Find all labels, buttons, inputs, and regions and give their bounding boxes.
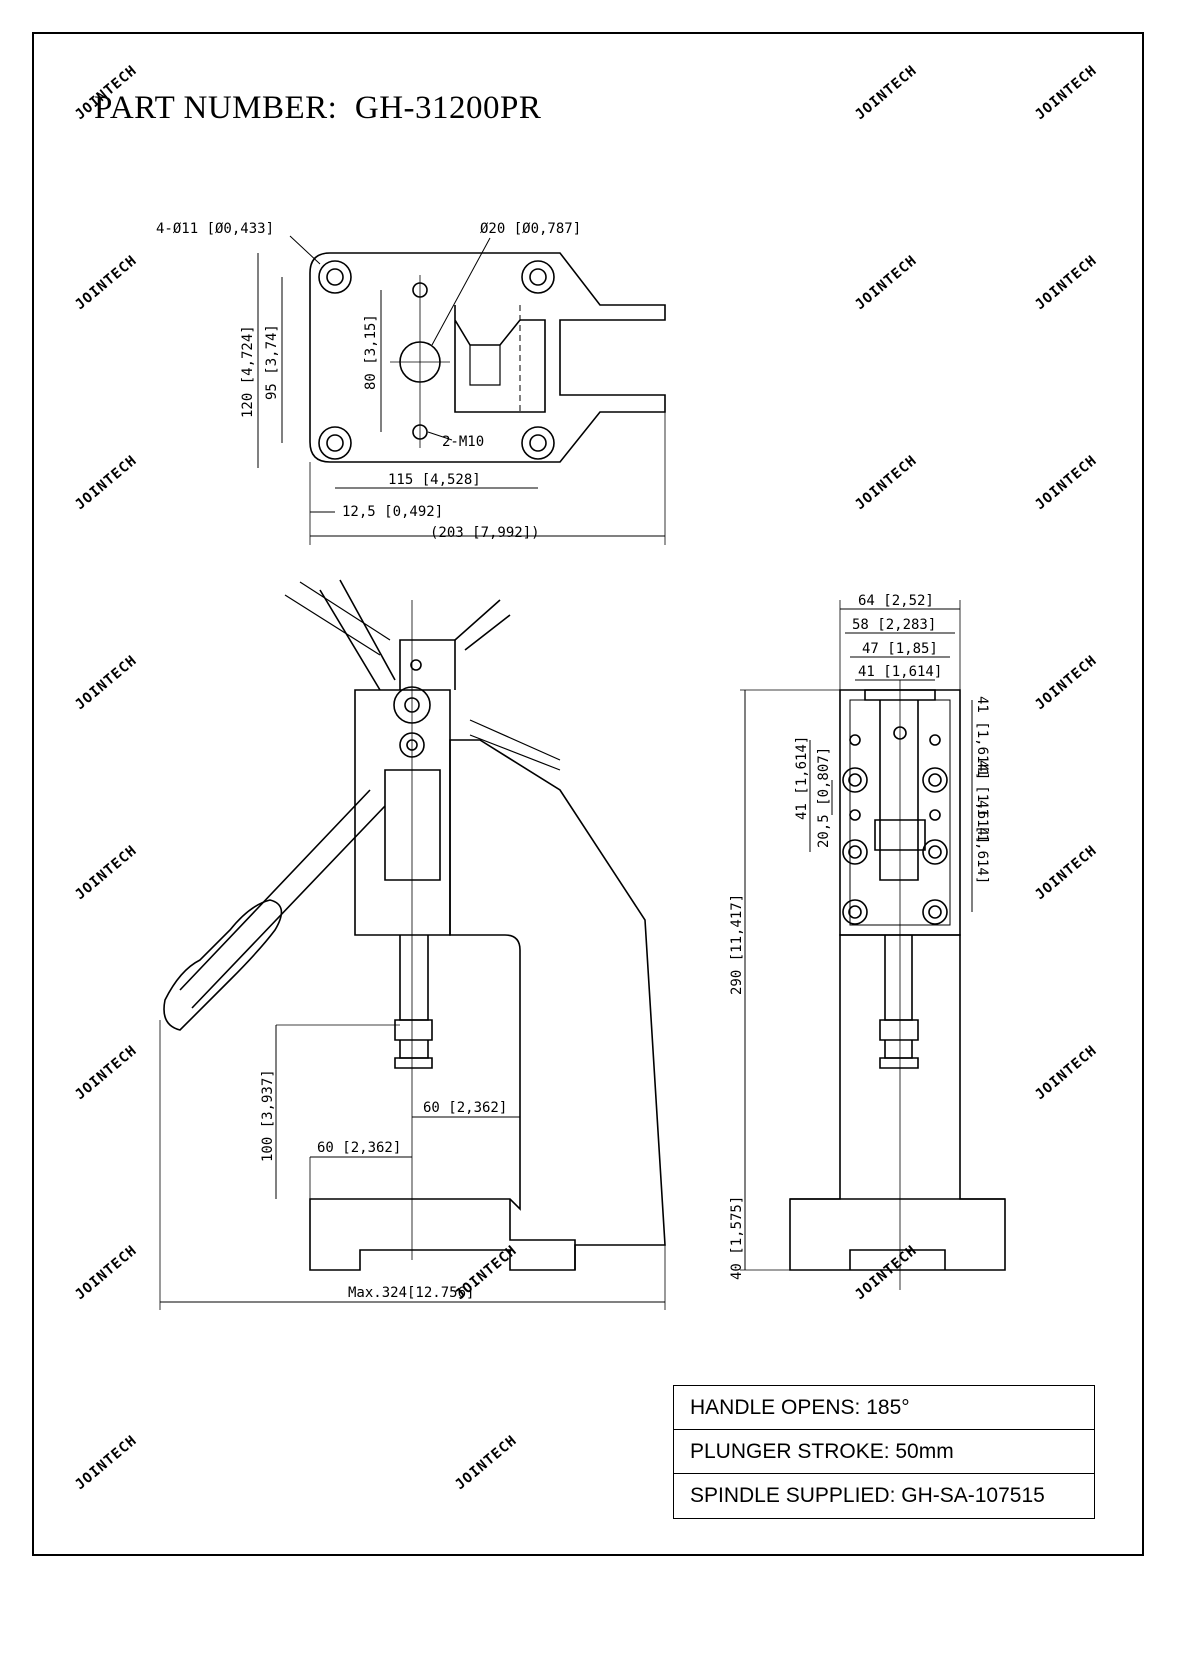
side-view-dimensions: 100 [3,937] 60 [2,362] 60 [2,362] Max.32… bbox=[260, 1069, 507, 1301]
watermark-text: JOINTECH bbox=[72, 652, 140, 713]
watermark-text: JOINTECH bbox=[1032, 842, 1100, 903]
dim-offset-60-left: 60 [2,362] bbox=[317, 1140, 401, 1156]
mount-hole-icon bbox=[318, 426, 352, 460]
dim-right-41-a: 41 [1,614] bbox=[974, 696, 990, 780]
bolt-icon bbox=[922, 839, 948, 865]
drawing-frame bbox=[32, 32, 1144, 1556]
spec-table: HANDLE OPENS: 185° PLUNGER STROKE: 50mm … bbox=[673, 1385, 1095, 1519]
spec-spindle-supplied: SPINDLE SUPPLIED: GH-SA-107515 bbox=[690, 1484, 1045, 1507]
watermark-text: JOINTECH bbox=[72, 452, 140, 513]
part-number-label: PART NUMBER: bbox=[94, 90, 338, 126]
watermark-text: JOINTECH bbox=[72, 252, 140, 313]
watermark-text: JOINTECH bbox=[1032, 1042, 1100, 1103]
front-view bbox=[740, 600, 1006, 1290]
dim-height-40: 40 [1,575] bbox=[729, 1196, 745, 1280]
dim-right-41-b: 41 [1,614] bbox=[974, 760, 990, 844]
bolt-icon bbox=[842, 767, 868, 793]
bolt-icon bbox=[922, 767, 948, 793]
mount-hole-icon bbox=[521, 260, 555, 294]
watermark-text: JOINTECH bbox=[852, 252, 920, 313]
dim-width-58: 58 [2,283] bbox=[852, 617, 936, 633]
bolt-icon bbox=[842, 839, 868, 865]
top-view-dimensions: 4-Ø11 [Ø0,433] Ø20 [Ø0,787] 2-M10 120 [4… bbox=[156, 221, 581, 541]
spec-plunger-stroke: PLUNGER STROKE: 50mm bbox=[674, 1430, 1094, 1474]
watermark-text: JOINTECH bbox=[72, 842, 140, 903]
part-number-title: PART NUMBER: GH-31200PR bbox=[94, 90, 541, 127]
bolt-icon bbox=[922, 899, 948, 925]
dim-width-203: (203 [7,992]) bbox=[430, 525, 540, 541]
watermark-text: JOINTECH bbox=[1032, 252, 1100, 313]
watermark-text: JOINTECH bbox=[1032, 452, 1100, 513]
bolt-icon bbox=[842, 899, 868, 925]
dim-width-64: 64 [2,52] bbox=[858, 593, 934, 609]
dim-left-20-5: 20,5 [0,807] bbox=[816, 747, 832, 848]
dim-offset-60-right: 60 [2,362] bbox=[423, 1100, 507, 1116]
dim-height-120: 120 [4,724] bbox=[240, 325, 256, 418]
dim-holes: 4-Ø11 [Ø0,433] bbox=[156, 221, 274, 237]
dim-height-95: 95 [3,74] bbox=[264, 324, 280, 400]
watermark-text: JOINTECH bbox=[852, 1242, 920, 1303]
part-number-value: GH-31200PR bbox=[354, 90, 542, 126]
dim-height-80: 80 [3,15] bbox=[363, 314, 379, 390]
dim-height-100: 100 [3,937] bbox=[260, 1069, 276, 1162]
watermark-text: JOINTECH bbox=[852, 62, 920, 123]
watermark-text: JOINTECH bbox=[852, 452, 920, 513]
dim-width-12-5: 12,5 [0,492] bbox=[342, 504, 443, 520]
watermark-text: JOINTECH bbox=[72, 1242, 140, 1303]
watermark-text: JOINTECH bbox=[72, 1432, 140, 1493]
front-view-dimensions: 64 [2,52] 58 [2,283] 47 [1,85] 41 [1,614… bbox=[729, 593, 990, 1280]
spec-handle-opens: HANDLE OPENS: 185° bbox=[674, 1386, 1094, 1430]
dim-max-width: Max.324[12.756] bbox=[348, 1285, 474, 1301]
watermark-text: JOINTECH bbox=[452, 1432, 520, 1493]
dim-bore: Ø20 [Ø0,787] bbox=[480, 221, 581, 237]
watermark-text: JOINTECH bbox=[1032, 62, 1100, 123]
dim-height-290: 290 [11,417] bbox=[729, 894, 745, 995]
watermark-text: JOINTECH bbox=[1032, 652, 1100, 713]
side-view bbox=[159, 579, 666, 1310]
mount-hole-icon bbox=[318, 260, 352, 294]
dim-width-47: 47 [1,85] bbox=[862, 641, 938, 657]
dim-width-115: 115 [4,528] bbox=[388, 472, 481, 488]
dim-right-41-c: 41 [1,614] bbox=[974, 800, 990, 884]
mount-hole-icon bbox=[521, 426, 555, 460]
dim-width-41: 41 [1,614] bbox=[858, 664, 942, 680]
dim-left-41: 41 [1,614] bbox=[794, 736, 810, 820]
top-view bbox=[257, 235, 666, 545]
dim-threads: 2-M10 bbox=[442, 434, 484, 450]
watermark-text: JOINTECH bbox=[72, 1042, 140, 1103]
